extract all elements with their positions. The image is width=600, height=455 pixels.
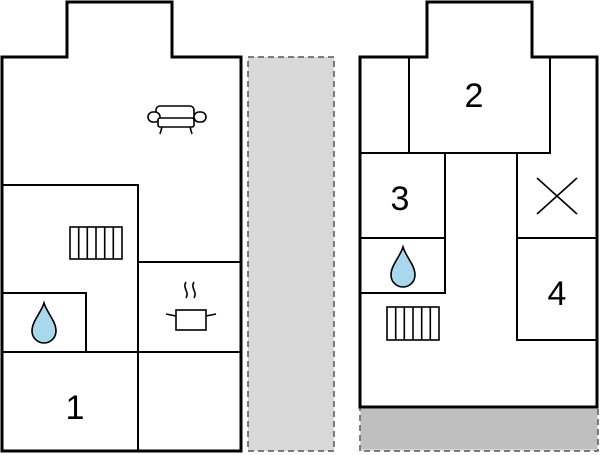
room-label-1: 1 — [66, 389, 85, 427]
right-floor: 2 3 4 — [358, 0, 599, 452]
terrace-left — [247, 56, 335, 452]
right-wall-room2-left — [360, 57, 410, 154]
room-label-2: 2 — [465, 77, 484, 115]
radiator-icon — [386, 306, 440, 341]
left-wall-bath — [2, 292, 87, 352]
cross-icon — [536, 177, 578, 215]
right-wall-room2-bottom — [409, 57, 551, 154]
right-outer-walls — [358, 0, 599, 409]
room-label-3: 3 — [391, 180, 410, 218]
sofa-icon — [147, 105, 207, 135]
right-wall-room4 — [516, 153, 597, 341]
terrace-right-fill — [361, 409, 597, 449]
bathroom-drop-icon — [31, 300, 57, 344]
bathroom-drop-icon — [390, 244, 416, 288]
left-wall-hall — [2, 184, 139, 353]
cooking-pot-icon — [165, 281, 217, 331]
right-wall-room3 — [360, 153, 446, 294]
left-floor: 1 — [0, 0, 335, 453]
radiator-icon — [69, 226, 123, 260]
left-outer-walls — [0, 0, 243, 453]
room-label-4: 4 — [548, 275, 567, 313]
